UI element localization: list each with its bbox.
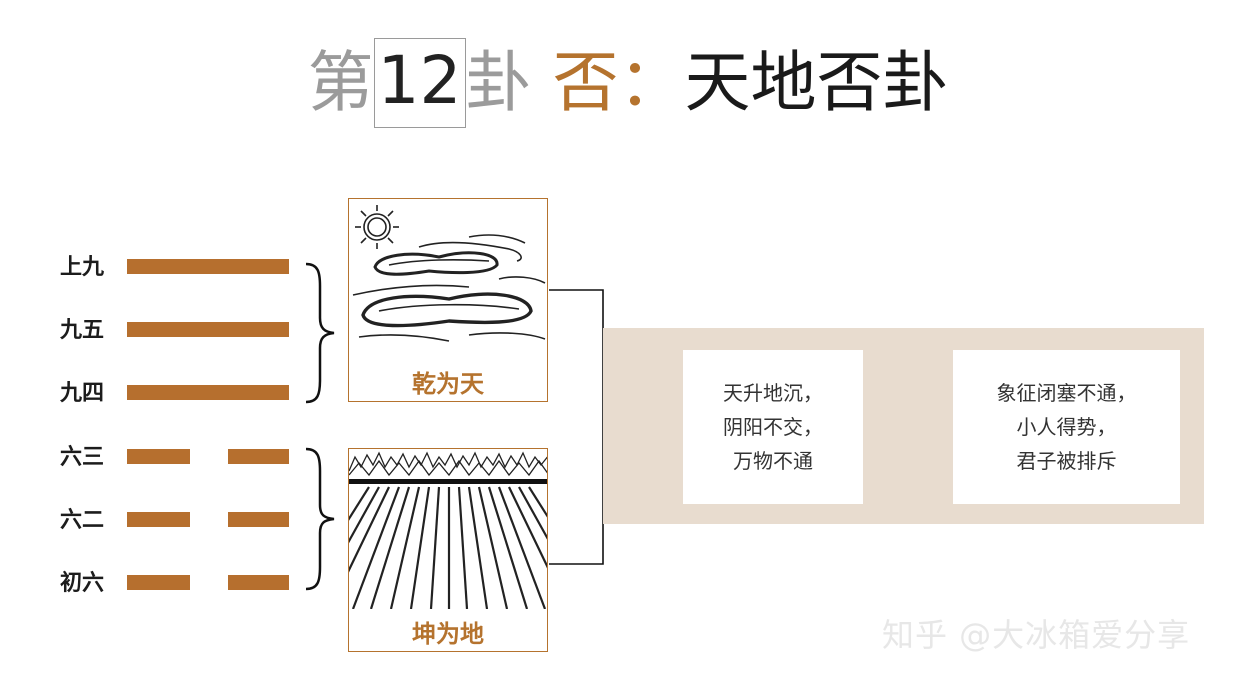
line-label-top: 上九 (60, 255, 105, 280)
earth-field-icon (349, 451, 547, 609)
line-label-fifth: 九五 (60, 318, 105, 343)
lower-panel-label: 坤为地 (412, 620, 484, 648)
upper-trigram-panel: 乾为天 (348, 198, 548, 402)
yin-line-third-left (127, 449, 190, 464)
meaning-line-3: 万物不通 (733, 449, 813, 473)
symbolism-box: 象征闭塞不通， 小人得势， 君子被排斥 (953, 350, 1180, 504)
meaning-line-1: 天升地沉， (723, 381, 823, 405)
lower-brace-icon (305, 447, 335, 591)
watermark: 知乎 @大冰箱爱分享 (882, 616, 1191, 654)
yin-line-first-right (228, 575, 289, 590)
line-label-third: 六三 (60, 445, 105, 470)
line-label-second: 六二 (60, 508, 105, 533)
line-label-fourth: 九四 (60, 381, 105, 406)
meaning-line-2: 阴阳不交， (723, 415, 823, 439)
yin-line-third-right (228, 449, 289, 464)
symbolism-line-2: 小人得势， (1016, 415, 1117, 439)
title-suffix: 卦 (465, 44, 532, 121)
title-colon: ： (618, 44, 685, 121)
meaning-box: 天升地沉， 阴阳不交， 万物不通 (683, 350, 863, 504)
symbolism-line-3: 君子被排斥 (1016, 449, 1117, 473)
symbolism-line-1: 象征闭塞不通， (996, 381, 1137, 405)
upper-panel-label: 乾为天 (412, 370, 484, 398)
upper-brace-icon (305, 262, 335, 404)
line-label-first: 初六 (60, 571, 105, 596)
lower-trigram-panel: 坤为地 (348, 448, 548, 652)
yang-line-top (127, 259, 289, 274)
yang-line-fifth (127, 322, 289, 337)
hexagram-full-name: 天地否卦 (684, 44, 949, 121)
yin-line-second-left (127, 512, 190, 527)
page-title: 第12卦 否：天地否卦 (0, 38, 1256, 128)
title-prefix: 第 (307, 44, 374, 121)
sun-clouds-icon (352, 205, 546, 342)
hexagram-name: 否 (552, 44, 619, 121)
yin-line-first-left (127, 575, 190, 590)
title-number: 12 (373, 38, 466, 128)
yin-line-second-right (228, 512, 289, 527)
yang-line-fourth (127, 385, 289, 400)
